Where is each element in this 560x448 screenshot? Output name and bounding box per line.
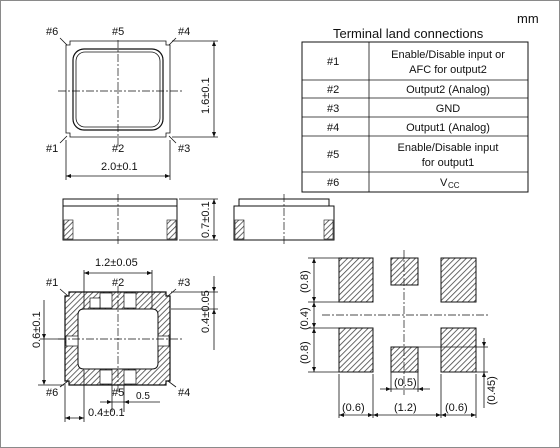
land-dim-top: (0.8) bbox=[299, 270, 311, 293]
side-view: 0.7±0.1 bbox=[62, 194, 335, 244]
top-pin-3: #3 bbox=[178, 143, 190, 155]
bottom-pad-height-dim: 0.4±0.05 bbox=[200, 290, 212, 333]
bottom-pin-1: #1 bbox=[46, 277, 58, 289]
land-pad-height-dim: (0.45) bbox=[486, 376, 498, 405]
table-func-4: Output1 (Analog) bbox=[406, 122, 490, 134]
bottom-edge-dim: 0.4±0.1 bbox=[88, 407, 125, 419]
table-pin-3: #3 bbox=[327, 103, 339, 115]
table-pin-4: #4 bbox=[327, 122, 339, 134]
land-dim-bottom: (0.8) bbox=[299, 341, 311, 364]
top-pin-2: #2 bbox=[112, 143, 124, 155]
table-func-1a: Enable/Disable input or bbox=[391, 49, 505, 61]
land-dim-gap: (0.4) bbox=[299, 307, 311, 330]
table-func-3: GND bbox=[436, 103, 461, 115]
top-height-dim: 1.6±0.1 bbox=[200, 77, 212, 114]
land-dim-right: (0.6) bbox=[445, 402, 468, 414]
side-height-dim: 0.7±0.1 bbox=[200, 201, 212, 238]
land-dim-left: (0.6) bbox=[342, 402, 365, 414]
bottom-pin-4: #4 bbox=[178, 387, 190, 399]
units-label: mm bbox=[517, 11, 539, 26]
table-func-6-v: V bbox=[440, 177, 448, 189]
top-pin-1: #1 bbox=[46, 143, 58, 155]
table-title: Terminal land connections bbox=[333, 26, 484, 41]
table-func-2: Output2 (Analog) bbox=[406, 84, 490, 96]
bottom-view: #1 #2 #3 #6 #5 #4 1.2±0.05 bbox=[31, 257, 218, 422]
land-pad-width-dim: (0.5) bbox=[394, 377, 417, 389]
table-func-6-cc: CC bbox=[448, 181, 460, 190]
table-pin-2: #2 bbox=[327, 84, 339, 96]
terminal-table: Terminal land connections #1 Enable/Disa… bbox=[301, 26, 529, 193]
top-view: #6 #5 #4 #1 #2 #3 2.0±0.1 1.6±0.1 bbox=[46, 26, 218, 180]
top-pin-6: #6 bbox=[46, 26, 58, 38]
bottom-pitch-dim: 1.2±0.05 bbox=[95, 257, 138, 269]
table-pin-6: #6 bbox=[327, 177, 339, 189]
table-pin-5: #5 bbox=[327, 149, 339, 161]
table-pin-1: #1 bbox=[327, 56, 339, 68]
bottom-pin-6: #6 bbox=[46, 387, 58, 399]
bottom-pin-5: #5 bbox=[112, 387, 124, 399]
bottom-vertical-dim: 0.6±0.1 bbox=[31, 311, 43, 348]
top-pin-5: #5 bbox=[112, 26, 124, 38]
table-func-5b: for output1 bbox=[422, 157, 475, 169]
bottom-pad-width-dim: 0.5 bbox=[136, 391, 150, 402]
land-dim-center: (1.2) bbox=[394, 402, 417, 414]
bottom-pin-3: #3 bbox=[178, 277, 190, 289]
land-pattern: (0.8) (0.4) (0.8) (0.5) (0.45) (0.6) (1.… bbox=[299, 250, 498, 418]
table-func-5a: Enable/Disable input bbox=[398, 142, 499, 154]
bottom-pin-2: #2 bbox=[112, 277, 124, 289]
top-width-dim: 2.0±0.1 bbox=[101, 161, 138, 173]
top-pin-4: #4 bbox=[178, 26, 190, 38]
table-func-1b: AFC for output2 bbox=[409, 64, 487, 76]
